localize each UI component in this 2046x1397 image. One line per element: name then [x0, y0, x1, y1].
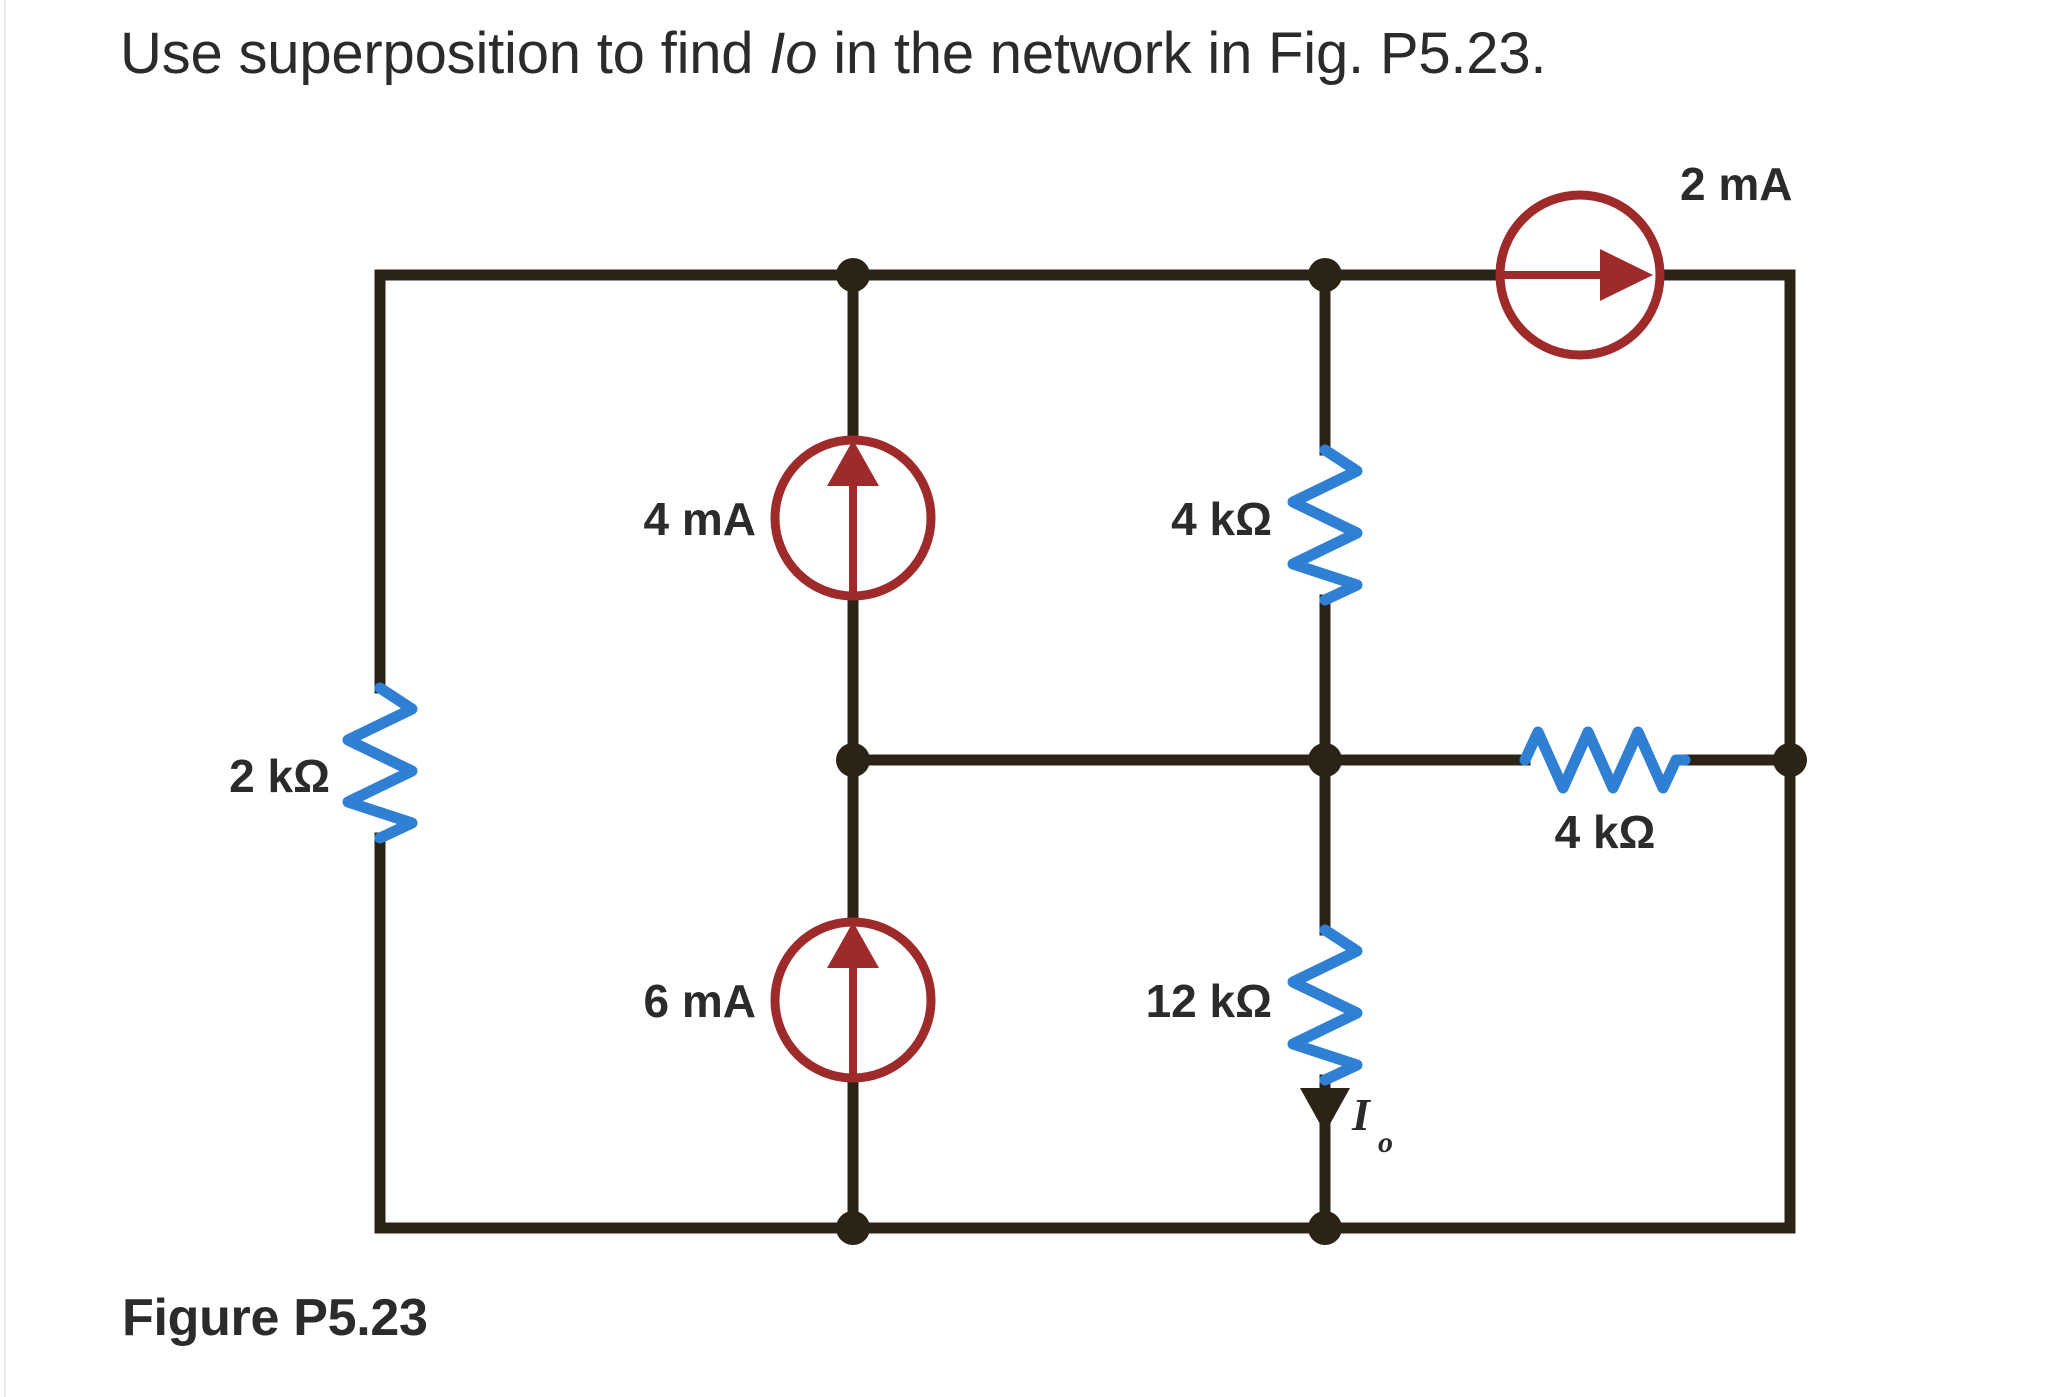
current-source-4ma: [770, 435, 936, 601]
label-12k: 12 kΩ: [1146, 975, 1272, 1027]
node-mid-center: [1308, 743, 1342, 777]
component-labels: 2 mA 4 mA 6 mA 2 kΩ 4 kΩ 4 kΩ 12 kΩ I o: [229, 158, 1792, 1159]
current-source-2ma: [1495, 190, 1665, 360]
resistor-4k-horizontal-zigzag: [1519, 726, 1691, 794]
current-sources: [770, 190, 1665, 1083]
current-source-2ma-arrow-head: [1600, 249, 1653, 301]
circuit-nodes: [836, 258, 1807, 1245]
node-top-right: [1308, 258, 1342, 292]
node-mid-right: [1773, 743, 1807, 777]
resistor-4k-vertical-zigzag: [1287, 444, 1363, 606]
label-io-subscript: o: [1378, 1126, 1393, 1159]
node-mid-left: [836, 743, 870, 777]
label-4k-vertical: 4 kΩ: [1171, 493, 1272, 545]
prompt-text-before: Use superposition to find: [120, 21, 770, 86]
circuit-wires: [374, 269, 1796, 1234]
figure-caption: Figure P5.23: [122, 1289, 428, 1347]
resistors: [342, 444, 1691, 1086]
label-4k-horizontal: 4 kΩ: [1555, 806, 1656, 858]
current-source-4ma-arrow-head: [827, 440, 879, 486]
node-bot-mid: [836, 1211, 870, 1245]
current-source-6ma-arrow-head: [827, 922, 879, 968]
label-io-symbol: I: [1351, 1089, 1372, 1140]
node-bot-right: [1308, 1211, 1342, 1245]
node-top-mid: [836, 258, 870, 292]
resistor-12k-zigzag: [1287, 924, 1363, 1086]
prompt-text-after: in the network in Fig. P5.23.: [817, 21, 1547, 86]
current-source-6ma: [770, 917, 936, 1083]
label-2ma: 2 mA: [1680, 158, 1792, 210]
problem-prompt: Use superposition to find Io in the netw…: [120, 21, 1547, 87]
io-arrow-head: [1300, 1088, 1350, 1133]
io-current-arrow: [1300, 1088, 1350, 1133]
page-left-rule: [4, 0, 6, 1397]
label-6ma: 6 mA: [644, 975, 756, 1027]
resistor-2k-zigzag: [342, 682, 418, 844]
prompt-variable-io: Io: [769, 21, 818, 86]
label-4ma: 4 mA: [644, 493, 756, 545]
label-2k: 2 kΩ: [229, 750, 330, 802]
